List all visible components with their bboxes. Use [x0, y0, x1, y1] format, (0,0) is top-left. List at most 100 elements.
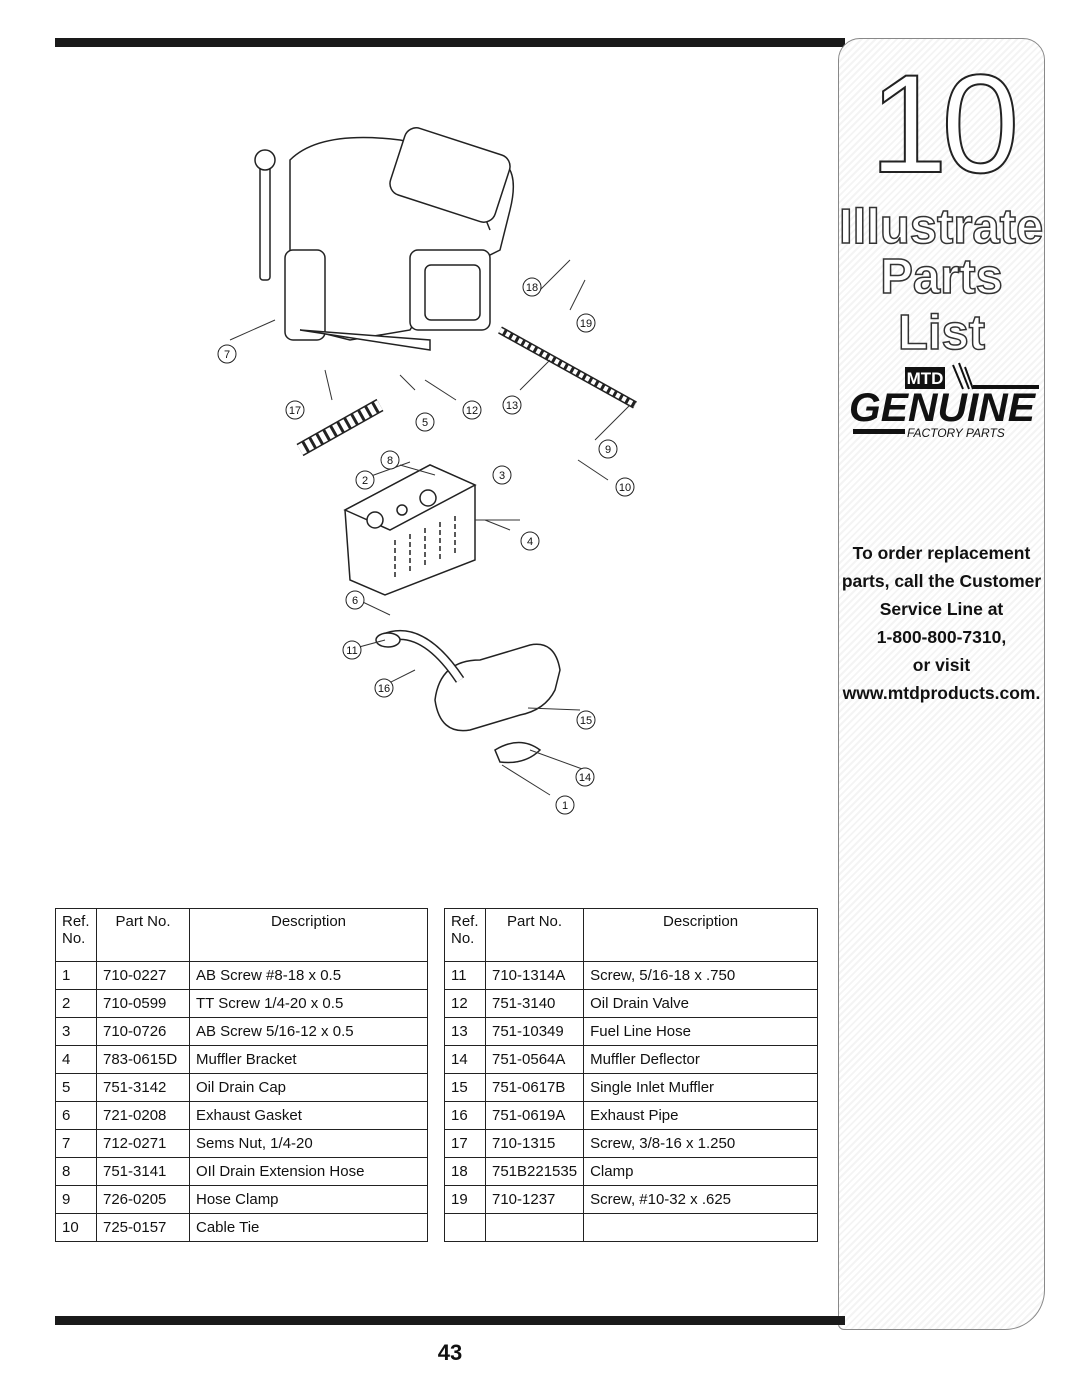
description-cell: AB Screw #8-18 x 0.5	[189, 961, 428, 990]
header-description: Description	[583, 908, 818, 962]
description-cell: AB Screw 5/16-12 x 0.5	[189, 1017, 428, 1046]
ref-cell: 3	[55, 1017, 97, 1046]
callouts: 1 2 3 4 5 6 7 8 9 10 11 12 13 14 15 16 1…	[217, 277, 635, 815]
ref-cell: 17	[444, 1129, 486, 1158]
description-cell: Cable Tie	[189, 1213, 428, 1242]
engine-drawing	[254, 127, 515, 351]
part-no-cell: 751-0617B	[484, 1073, 585, 1102]
ref-cell: 8	[55, 1157, 97, 1186]
svg-text:3: 3	[499, 470, 505, 482]
description-cell: Single Inlet Muffler	[583, 1073, 818, 1102]
order-line-1: To order replacement	[852, 543, 1031, 563]
part-no-cell: 751B221535	[484, 1157, 585, 1186]
ref-cell: 4	[55, 1045, 97, 1074]
description-cell: OIl Drain Extension Hose	[189, 1157, 428, 1186]
svg-text:9: 9	[605, 444, 611, 456]
callout-18: 18	[522, 277, 542, 297]
header-ref: Ref.No.	[55, 908, 97, 962]
part-no-cell: 710-1237	[484, 1185, 585, 1214]
order-phone[interactable]: 1-800-800-7310,	[876, 627, 1007, 647]
svg-text:11: 11	[346, 645, 357, 657]
part-no-cell: 710-0726	[96, 1017, 190, 1046]
part-no-cell	[484, 1213, 585, 1242]
part-no-cell: 783-0615D	[96, 1045, 190, 1074]
order-line-3: Service Line at	[879, 599, 1004, 619]
section-title-line2: Parts List	[879, 249, 1003, 361]
ref-cell: 19	[444, 1185, 486, 1214]
description-cell: Screw, #10-32 x .625	[583, 1185, 818, 1214]
table-header-row: Ref.No. Part No. Description	[444, 908, 818, 962]
callout-5: 5	[415, 412, 435, 432]
svg-text:19: 19	[580, 318, 592, 330]
description-cell: Screw, 3/8-16 x 1.250	[583, 1129, 818, 1158]
part-no-cell: 751-3141	[96, 1157, 190, 1186]
ref-cell: 7	[55, 1129, 97, 1158]
callout-17: 17	[285, 400, 305, 420]
ref-cell: 10	[55, 1213, 97, 1242]
order-line-5: or visit	[912, 655, 971, 675]
description-cell: Screw, 5/16-18 x .750	[583, 961, 818, 990]
description-cell: Hose Clamp	[189, 1185, 428, 1214]
header-part-no: Part No.	[96, 908, 190, 962]
svg-text:1: 1	[562, 800, 568, 812]
ref-cell: 15	[444, 1073, 486, 1102]
callout-9: 9	[598, 439, 618, 459]
order-line-2: parts, call the Customer	[841, 571, 1042, 591]
ref-cell: 6	[55, 1101, 97, 1130]
callout-8: 8	[380, 450, 400, 470]
ref-cell: 18	[444, 1157, 486, 1186]
svg-text:8: 8	[387, 455, 393, 467]
part-no-cell: 726-0205	[96, 1185, 190, 1214]
ref-cell: 12	[444, 989, 486, 1018]
callout-4: 4	[520, 531, 540, 551]
svg-text:12: 12	[466, 405, 478, 417]
part-no-cell: 710-0227	[96, 961, 190, 990]
description-cell: Exhaust Pipe	[583, 1101, 818, 1130]
description-cell: TT Screw 1/4-20 x 0.5	[189, 989, 428, 1018]
ref-cell: 9	[55, 1185, 97, 1214]
header-part-no: Part No.	[484, 908, 585, 962]
callout-16: 16	[374, 678, 394, 698]
ref-cell: 14	[444, 1045, 486, 1074]
callout-3: 3	[492, 465, 512, 485]
description-cell: Muffler Deflector	[583, 1045, 818, 1074]
description-cell: Exhaust Gasket	[189, 1101, 428, 1130]
svg-text:18: 18	[526, 282, 538, 294]
svg-text:7: 7	[224, 349, 230, 361]
svg-text:10: 10	[619, 482, 631, 494]
top-rule	[55, 38, 845, 47]
table-header-row: Ref.No. Part No. Description	[55, 908, 428, 962]
part-no-cell: 712-0271	[96, 1129, 190, 1158]
header-ref: Ref.No.	[444, 908, 486, 962]
sidebar-panel: 10 Illustrated Parts List MTD GENUINE FA…	[838, 38, 1045, 1330]
description-cell: Oil Drain Valve	[583, 989, 818, 1018]
svg-text:2: 2	[362, 475, 368, 487]
description-cell	[583, 1213, 818, 1242]
part-no-cell: 751-3142	[96, 1073, 190, 1102]
callout-12: 12	[462, 400, 482, 420]
svg-text:15: 15	[580, 715, 592, 727]
ref-cell: 2	[55, 989, 97, 1018]
description-cell: Clamp	[583, 1157, 818, 1186]
callout-2: 2	[355, 470, 375, 490]
logo-brand: MTD	[907, 369, 944, 388]
svg-text:16: 16	[378, 683, 390, 695]
callout-14: 14	[575, 767, 595, 787]
svg-text:14: 14	[579, 772, 591, 784]
muffler	[375, 630, 561, 764]
logo-word: GENUINE	[849, 386, 1036, 430]
order-website-link[interactable]: www.mtdproducts.com.	[842, 683, 1041, 703]
